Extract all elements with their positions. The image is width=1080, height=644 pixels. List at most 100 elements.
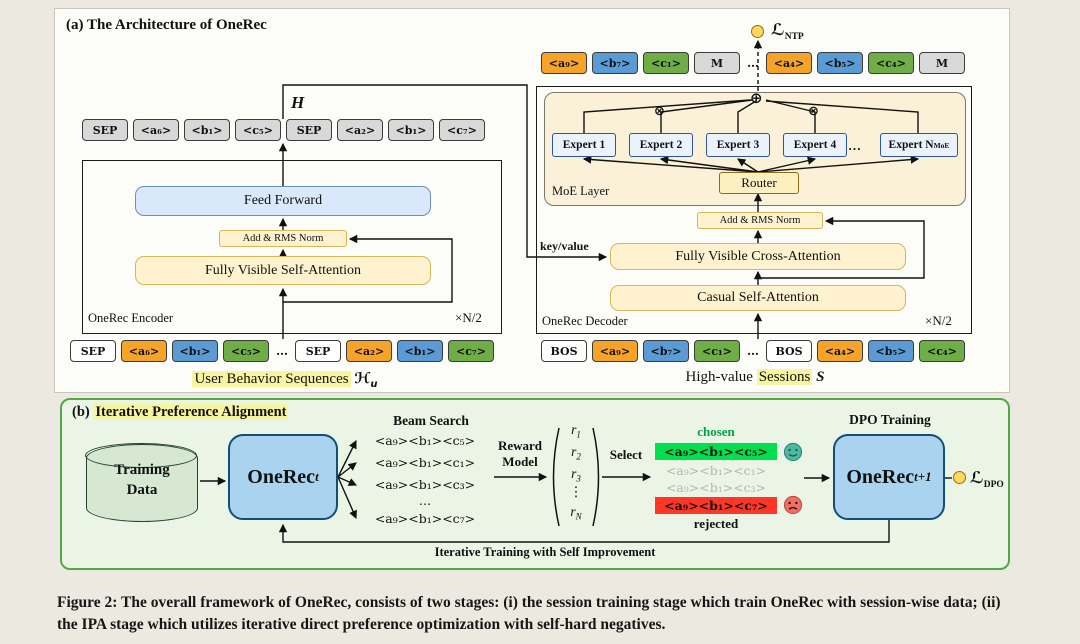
rejected-sequence: <a₉><b₁><c₇> <box>655 497 777 514</box>
oplus-icon: ⊕ <box>750 89 763 107</box>
discarded-sequence: <a₉><b₁><c₁> <box>665 463 767 478</box>
encoder-caption: User Behavior Sequences ℋu <box>120 369 450 390</box>
cross-attention-block: Fully Visible Cross-Attention <box>610 243 906 270</box>
token: <b₁> <box>172 340 218 362</box>
token: M <box>694 52 740 74</box>
token: <b₁> <box>184 119 230 141</box>
token: <b₁> <box>388 119 434 141</box>
feedback-loop-label: Iterative Training with Self Improvement <box>434 545 656 559</box>
dpo-training-title: DPO Training <box>849 412 931 427</box>
history-math-symbol: ℋu <box>354 369 378 390</box>
chosen-sequence: <a₉><b₁><c₅> <box>655 443 777 460</box>
panel-b-title: (b) Iterative Preference Alignment <box>72 404 289 421</box>
token: BOS <box>541 340 587 362</box>
token: <a₂> <box>346 340 392 362</box>
beam-candidate: <a₉><b₁><c₃> <box>374 477 476 492</box>
decoder-self-attention-block: Casual Self-Attention <box>610 285 906 311</box>
ellipsis: … <box>747 56 759 70</box>
encoder-box <box>82 160 502 334</box>
encoder-add-rms-norm-block: Add & RMS Norm <box>219 230 347 247</box>
decoder-add-rms-norm-block: Add & RMS Norm <box>697 212 823 229</box>
decoder-label: OneRec Decoder <box>542 314 628 328</box>
ntp-loss-node <box>751 25 764 38</box>
happy-face-icon <box>783 442 803 462</box>
token: <c₁> <box>694 340 740 362</box>
reward-value: rN <box>570 504 582 522</box>
ntp-loss-label: ℒNTP <box>771 20 804 43</box>
expert-3-block: Expert 3 <box>706 133 770 157</box>
token: <a₄> <box>817 340 863 362</box>
decoder-box <box>536 86 972 334</box>
token: <b₇> <box>592 52 638 74</box>
token: SEP <box>286 119 332 141</box>
chosen-label: chosen <box>697 424 735 439</box>
sessions-math-symbol: S <box>816 369 825 385</box>
encoder-input-token-row: SEP<a₆><b₁><c₅>…SEP<a₂><b₁><c₇> <box>70 340 494 362</box>
key-value-label: key/value <box>540 239 589 253</box>
experts-ellipsis: … <box>848 138 861 153</box>
select-label: Select <box>609 447 643 462</box>
beam-candidate: <a₉><b₁><c₇> <box>374 511 476 526</box>
decoder-caption-highlight: Sessions <box>756 369 813 385</box>
expert-2-block: Expert 2 <box>629 133 693 157</box>
training-data-label: Training Data <box>114 462 170 498</box>
panel-b-title-prefix: (b) <box>72 404 94 420</box>
token: <a₆> <box>133 119 179 141</box>
token: SEP <box>295 340 341 362</box>
encoder-self-attention-block: Fully Visible Self-Attention <box>135 256 431 285</box>
expert-4-block: Expert 4 <box>783 133 847 157</box>
token: <c₅> <box>223 340 269 362</box>
beam-candidate: <a₉><b₁><c₁> <box>374 455 476 470</box>
hidden-state-h-label: H <box>291 93 305 112</box>
token: <a₉> <box>592 340 638 362</box>
panel-a-title: (a) The Architecture of OneRec <box>66 17 267 33</box>
token: M <box>919 52 965 74</box>
training-data-cylinder: Training Data <box>85 443 198 522</box>
token: <c₅> <box>235 119 281 141</box>
token: SEP <box>82 119 128 141</box>
token: <a₉> <box>541 52 587 74</box>
encoder-repeat-label: ×N/2 <box>455 310 482 325</box>
beam-search-title: Beam Search <box>393 413 469 428</box>
encoder-hidden-token-row: SEP<a₆><b₁><c₅>SEP<a₂><b₁><c₇> <box>82 119 485 141</box>
figure-caption: Figure 2: The overall framework of OneRe… <box>57 594 1001 633</box>
token: <a₆> <box>121 340 167 362</box>
otimes-icon: ⊗ <box>654 104 665 119</box>
panel-b-title-highlight: Iterative Preference Alignment <box>93 404 289 420</box>
decoder-output-token-row: <a₉><b₇><c₁>M…<a₄><b₅><c₄>M <box>541 52 965 74</box>
decoder-repeat-label: ×N/2 <box>925 313 952 328</box>
decoder-input-token-row: BOS<a₉><b₇><c₁>…BOS<a₄><b₅><c₄> <box>541 340 965 362</box>
token: <b₅> <box>817 52 863 74</box>
feed-forward-block: Feed Forward <box>135 186 431 216</box>
token: <b₅> <box>868 340 914 362</box>
router-block: Router <box>719 172 799 194</box>
expert-1-block: Expert 1 <box>552 133 616 157</box>
token: <b₁> <box>397 340 443 362</box>
token: BOS <box>766 340 812 362</box>
moe-layer-label: MoE Layer <box>552 184 610 198</box>
dpo-loss-node <box>953 471 966 484</box>
dpo-loss-label: ℒDPO <box>970 468 1004 491</box>
token: <c₁> <box>643 52 689 74</box>
reward-ellipsis: ⋮ <box>569 484 583 500</box>
sad-face-icon <box>783 495 803 515</box>
beam-candidate: <a₉><b₁><c₅> <box>374 433 476 448</box>
token: <c₄> <box>919 340 965 362</box>
token: SEP <box>70 340 116 362</box>
reward-model-label: Reward Model <box>497 438 543 469</box>
reward-value: r2 <box>571 444 581 462</box>
encoder-caption-highlight: User Behavior Sequences <box>192 371 351 387</box>
token: <c₇> <box>448 340 494 362</box>
token: <b₇> <box>643 340 689 362</box>
beam-ellipsis: … <box>418 493 432 508</box>
token: <a₄> <box>766 52 812 74</box>
otimes-icon: ⊗ <box>808 104 819 119</box>
decoder-caption: High-value Sessions S <box>630 369 880 386</box>
token: <c₄> <box>868 52 914 74</box>
encoder-label: OneRec Encoder <box>88 311 174 325</box>
token: <c₇> <box>439 119 485 141</box>
